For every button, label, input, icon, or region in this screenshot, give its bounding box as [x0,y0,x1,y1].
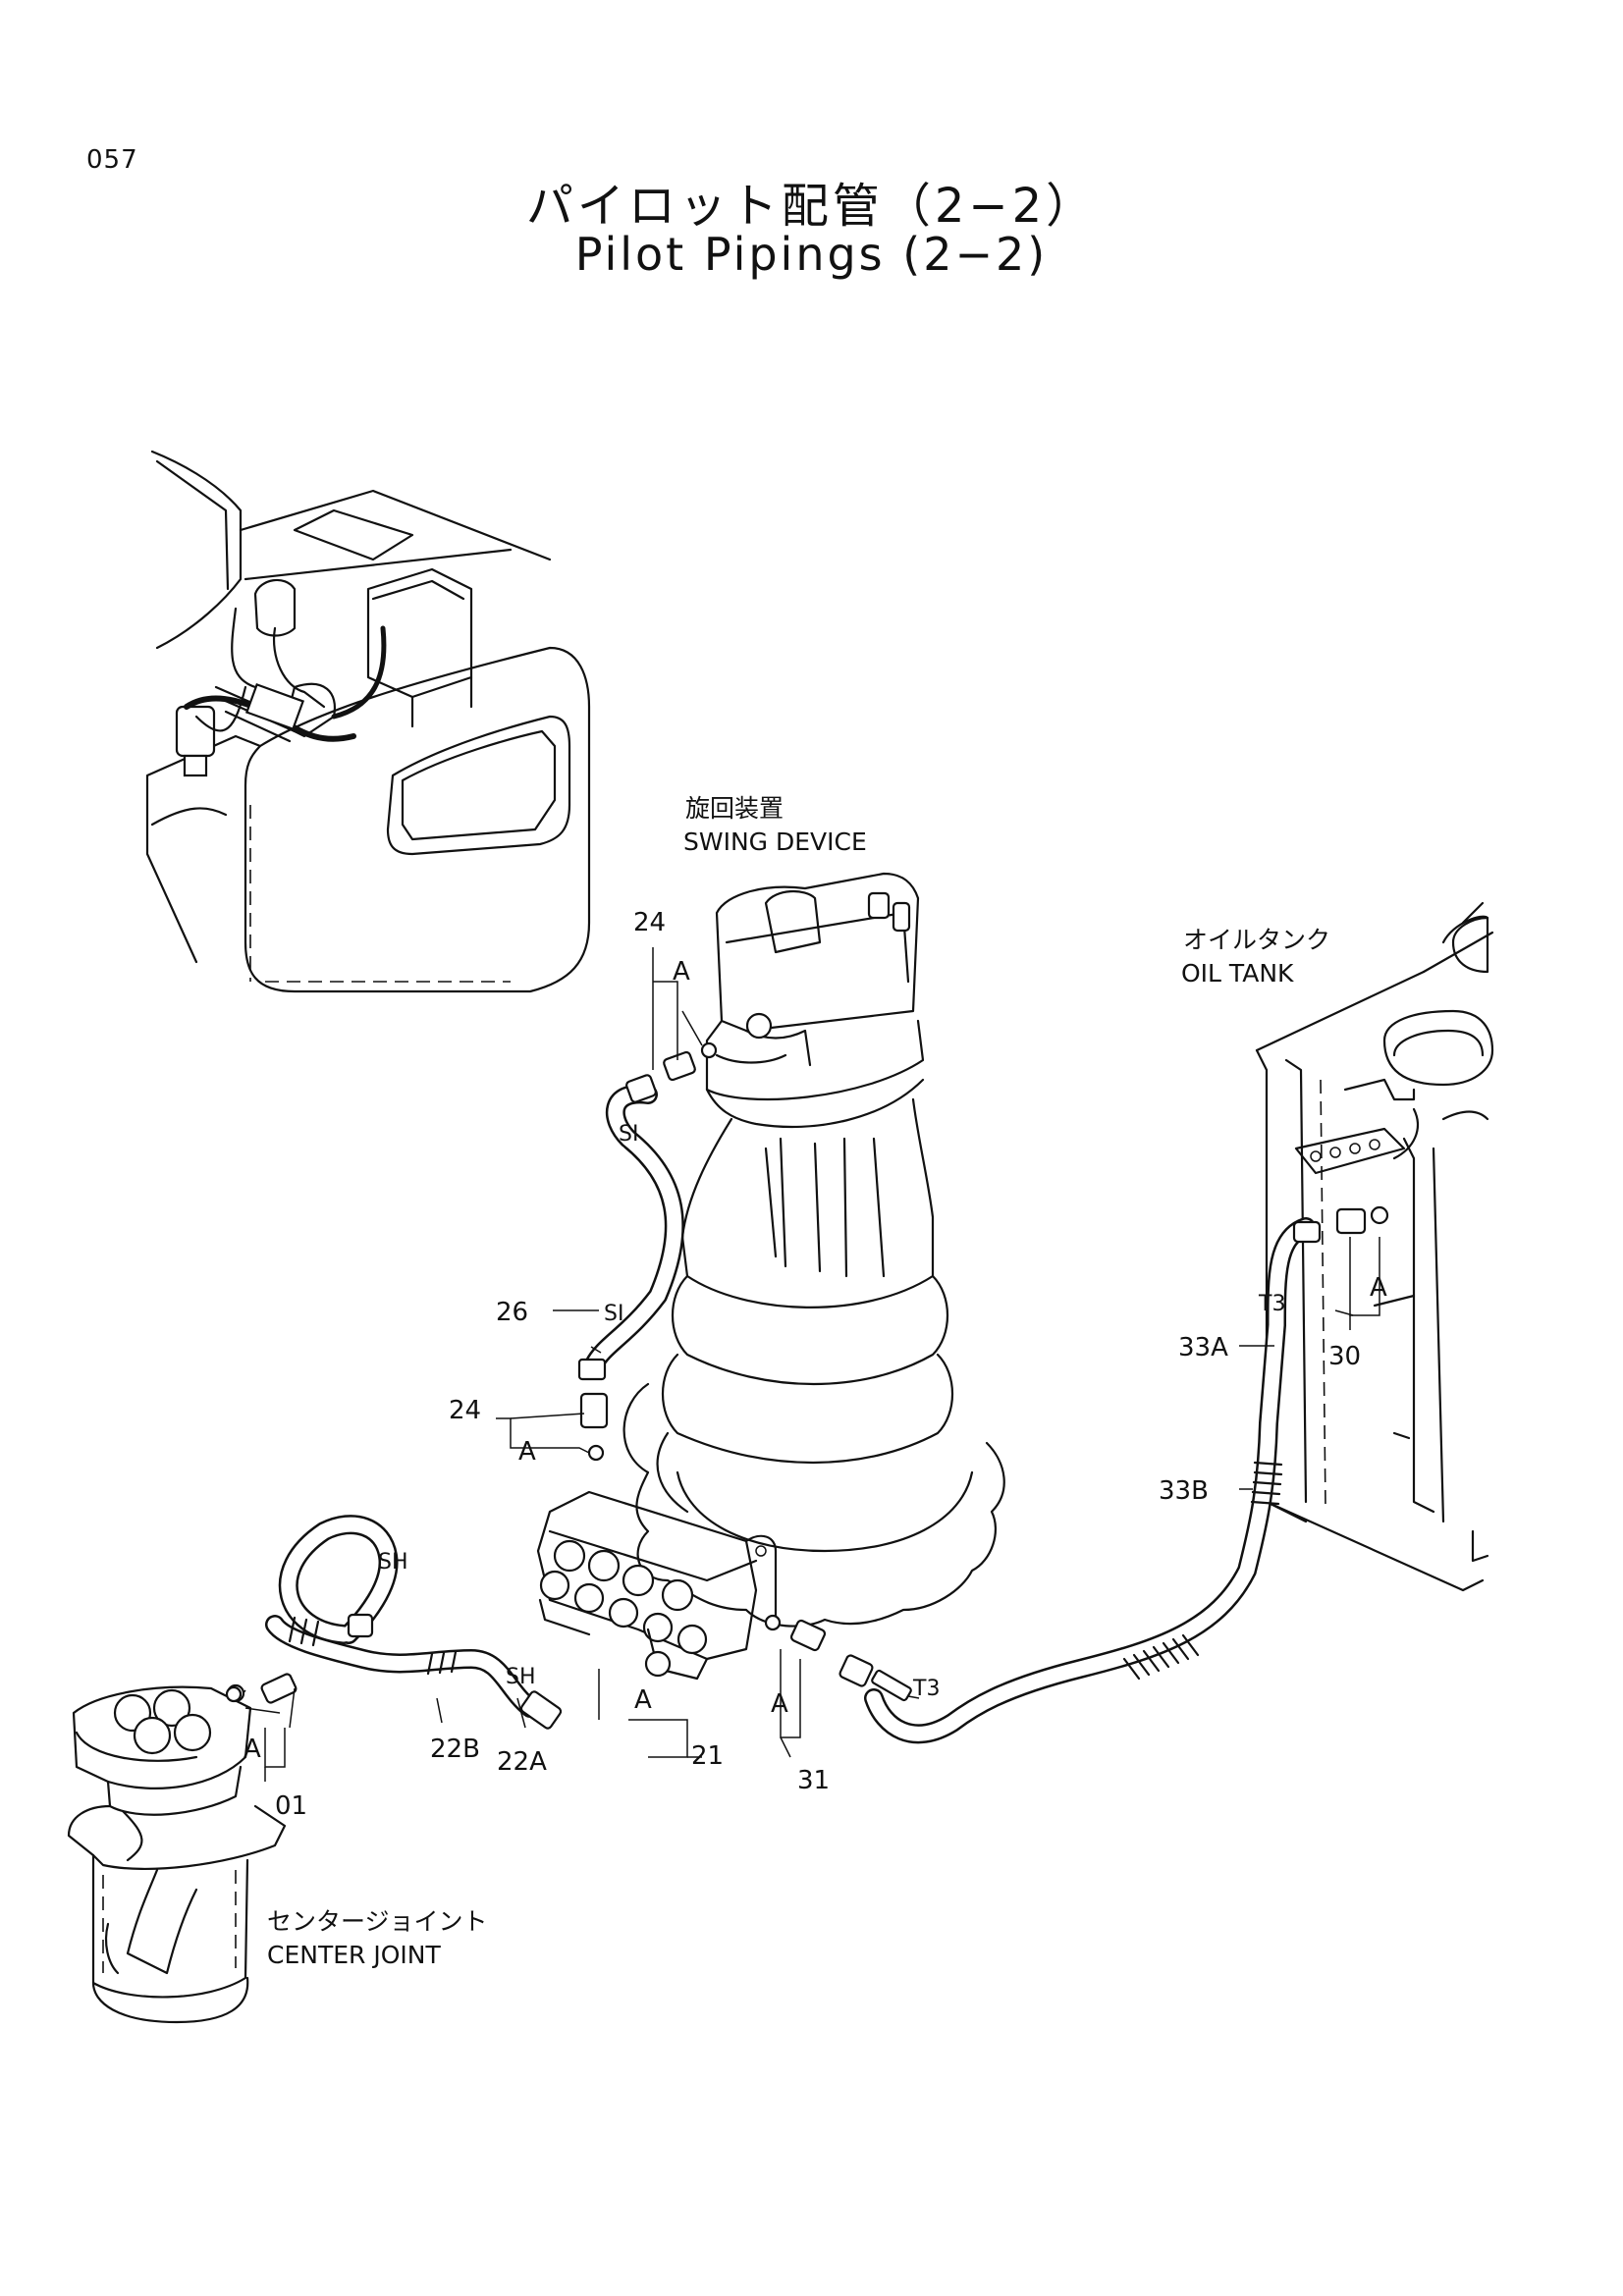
fitting-30 [1335,1205,1389,1235]
swing-device-label-ja: 旋回装置 [685,794,784,823]
hose-marking-si-lower: SI [604,1302,623,1326]
title-english: Pilot Pipings (2−2) [574,228,1049,281]
hose-26 [577,1074,684,1381]
fitting-24-mid [579,1392,609,1462]
callout-22a: 22A [497,1747,547,1777]
callout-33a: 33A [1178,1333,1228,1362]
hose-marking-si-upper: SI [619,1122,638,1147]
hose-marking-sh-lower: SH [506,1665,536,1689]
center-joint-label-ja: センタージョイント [267,1907,488,1936]
page-number: 057 [86,145,138,175]
callout-33b: 33B [1159,1476,1209,1506]
callout-a-center: A [243,1735,261,1764]
title-japanese: パイロット配管（2−2） [525,179,1098,234]
fitting-31 [764,1614,827,1652]
callout-31: 31 [797,1766,830,1795]
component-labels: 旋回装置 SWING DEVICE オイルタンク OIL TANK センタージョ… [267,794,1330,1969]
callout-a-tank: A [1370,1273,1387,1303]
hose-marking-sh-upper: SH [378,1550,408,1575]
valve-block-drawing [536,1490,778,1681]
callout-26: 26 [496,1298,528,1327]
hose-markings: SI SI SH SH T3 T3 [378,1122,1285,1701]
callout-22b: 22B [430,1735,480,1764]
oil-tank-label-ja: オイルタンク [1183,926,1330,954]
swing-device-label-en: SWING DEVICE [683,828,867,856]
callout-a-top: A [673,957,690,987]
fitting-24-top [663,1041,718,1082]
center-joint-label-en: CENTER JOINT [267,1941,441,1969]
oil-tank-label-en: OIL TANK [1181,959,1294,988]
hose-marking-t3-valve: T3 [912,1677,940,1701]
callout-01: 01 [275,1791,307,1821]
callout-24-top: 24 [633,908,666,937]
hose-22-center-joint [225,1515,563,1730]
callout-a-valve: A [634,1685,652,1715]
callout-30: 30 [1328,1342,1361,1371]
callout-leaders [244,947,1380,1782]
callout-21: 21 [691,1741,724,1771]
callout-24-mid: 24 [449,1396,481,1425]
callout-a-31: A [771,1689,788,1719]
callout-a-mid: A [518,1437,536,1467]
hose-marking-t3-tank: T3 [1258,1292,1285,1316]
hose-33-oil-tank-return [839,1217,1322,1744]
machine-overview-drawing [145,450,591,993]
part-callouts: 24 A 26 24 A 33A 33B 30 A 01 A 22B 22A 2… [243,908,1387,1821]
